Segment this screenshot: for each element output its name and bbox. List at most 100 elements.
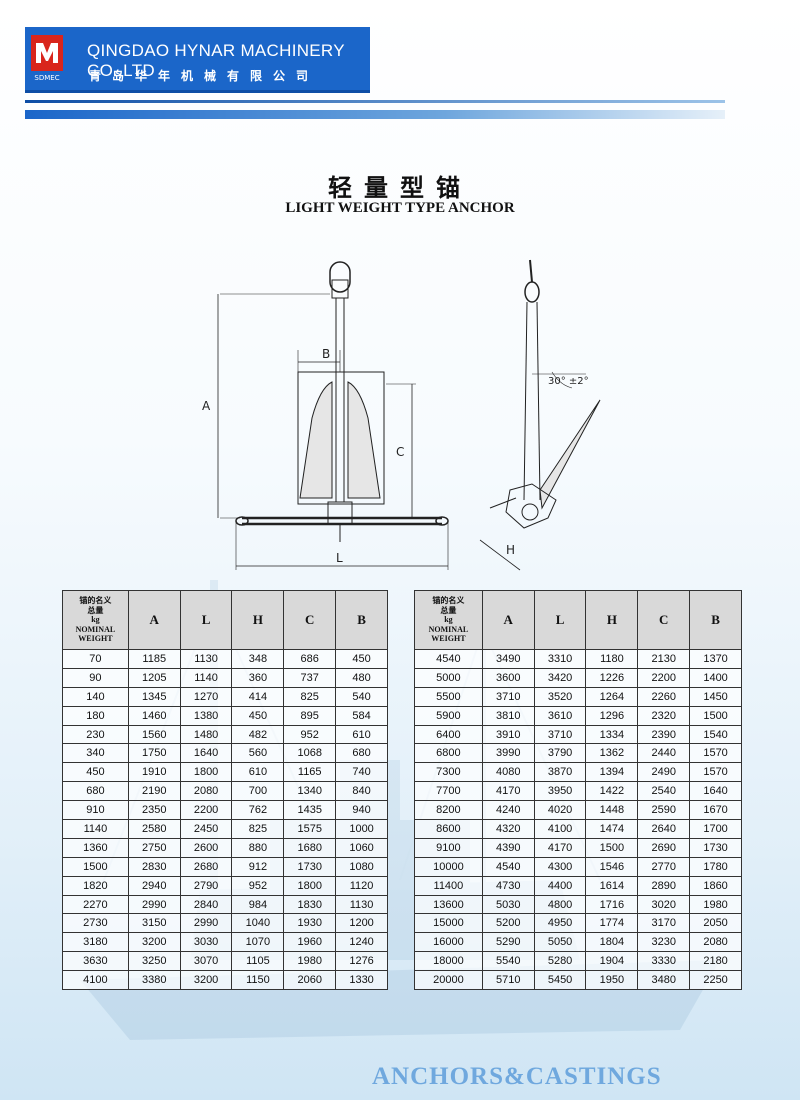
table-cell: 1105 [231,951,285,972]
dimension-label-a: A [202,399,211,413]
table-cell: 1716 [585,894,639,915]
table-cell: 2600 [179,837,233,858]
table-cell: 825 [231,819,285,839]
table-cell: 1460 [127,705,181,726]
table-cell: 3520 [533,686,587,707]
table-cell: 1340 [283,781,337,802]
table-cell: 5050 [533,932,587,953]
table-cell: 7300 [414,762,483,783]
table-cell: 940 [335,800,388,821]
anchor-technical-drawing: A B C L H 30° ±2° [202,259,601,571]
header-nominal-weight: 锚的名义 总量 kg NOMINAL WEIGHT [62,590,129,650]
table-cell: 1334 [585,724,639,745]
table-cell: 1980 [283,951,337,972]
table-cell: 840 [335,781,388,802]
table-cell: 1680 [283,837,337,858]
table-cell: 3330 [637,951,691,972]
table-cell: 912 [231,856,285,877]
table-cell: 737 [283,667,337,688]
table-cell: 450 [62,762,129,783]
table-cell: 1950 [585,970,639,991]
table-cell: 1910 [127,762,181,783]
table-cell: 480 [335,667,388,688]
table-cell: 4170 [533,837,587,858]
table-cell: 1860 [689,875,742,896]
table-cell: 2050 [689,913,742,934]
table-cell: 1474 [585,819,639,839]
table-cell: 5500 [414,686,483,707]
table-cell: 2250 [689,970,742,991]
table-cell: 1422 [585,781,639,802]
table-cell: 4950 [533,913,587,934]
table-cell: 825 [283,686,337,707]
table-cell: 2440 [637,743,691,764]
header-l: L [533,590,587,650]
table-cell: 2840 [179,894,233,915]
company-name-en: QINGDAO HYNAR MACHINERY CO.,LTD [87,41,345,80]
table-cell: 2320 [637,705,691,726]
table-cell: 1980 [689,894,742,915]
table-cell: 3990 [481,743,535,764]
table-cell: 610 [335,724,388,745]
table-cell: 1904 [585,951,639,972]
table-cell: 1226 [585,667,639,688]
table-cell: 1800 [283,875,337,896]
table-cell: 3030 [179,932,233,953]
table-cell: 1575 [283,819,337,839]
table-cell: 2790 [179,875,233,896]
table-cell: 4020 [533,800,587,821]
table-cell: 1640 [179,743,233,764]
table-cell: 1345 [127,686,181,707]
table-cell: 1546 [585,856,639,877]
page-title-en: LIGHT WEIGHT TYPE ANCHOR [285,200,515,216]
table-cell: 1205 [127,667,181,688]
table-cell: 3710 [481,686,535,707]
table-cell: 1370 [689,649,742,669]
table-cell: 540 [335,686,388,707]
table-cell: 1540 [689,724,742,745]
table-cell: 1640 [689,781,742,802]
table-cell: 1362 [585,743,639,764]
table-cell: 952 [231,875,285,896]
company-name-cn: 青岛华年机械有限公司 [89,69,320,83]
table-cell: 1000 [335,819,388,839]
company-logo: SDMEC [31,35,63,83]
table-cell: 140 [62,686,129,707]
table-cell: 3790 [533,743,587,764]
table-cell: 1700 [689,819,742,839]
table-cell: 1185 [127,649,181,669]
table-cell: 2180 [689,951,742,972]
header-l: L [179,590,233,650]
table-cell: 180 [62,705,129,726]
table-cell: 1360 [62,837,129,858]
table-cell: 1730 [689,837,742,858]
table-cell: 4240 [481,800,535,821]
table-cell: 680 [335,743,388,764]
table-cell: 1930 [283,913,337,934]
table-cell: 1394 [585,762,639,783]
table-cell: 3710 [533,724,587,745]
table-cell: 1130 [335,894,388,915]
table-cell: 2890 [637,875,691,896]
table-cell: 700 [231,781,285,802]
table-cell: 2270 [62,894,129,915]
header-b: B [335,590,388,650]
table-cell: 1264 [585,686,639,707]
angle-label: 30° ±2° [548,376,589,387]
table-cell: 2080 [179,781,233,802]
table-cell: 4100 [62,970,129,991]
